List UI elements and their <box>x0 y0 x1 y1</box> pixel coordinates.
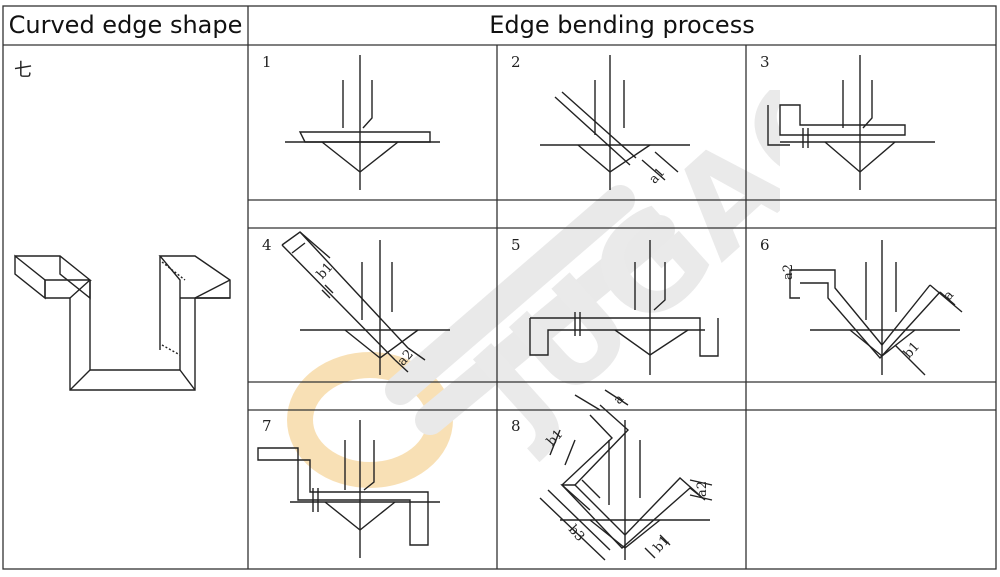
cell-6-drawing <box>789 240 963 376</box>
cell-3-drawing <box>767 55 935 190</box>
cell-number-6: 6 <box>760 236 770 254</box>
dim-label-a2-cell4: a2 <box>395 347 417 369</box>
curved-edge-shape-drawing <box>14 254 231 391</box>
dim-label-b1-cell8-bottom: b1 <box>651 533 673 555</box>
cell-number-1: 1 <box>262 53 272 71</box>
cell-number-3: 3 <box>760 53 770 71</box>
cell-5-drawing <box>529 240 719 375</box>
cell-number-5: 5 <box>511 236 521 254</box>
dim-label-b1-cell6: b1 <box>901 339 923 361</box>
cell-number-8: 8 <box>511 417 521 435</box>
cell-2-drawing <box>540 55 690 190</box>
dim-label-a-cell8: a <box>611 392 628 408</box>
cell-number-7: 7 <box>262 417 272 435</box>
cell-number-4: 4 <box>262 236 272 254</box>
header-edge-bending-process: Edge bending process <box>489 11 755 39</box>
dim-label-b1-cell8-top: b1 <box>544 427 566 449</box>
cell-8-drawing <box>539 389 713 561</box>
cell-number-2: 2 <box>511 53 521 71</box>
dim-label-b1-cell4: b1 <box>314 260 336 282</box>
dim-label-a-cell6: a <box>941 288 958 304</box>
dim-label-a1-cell2: a1 <box>646 165 668 187</box>
header-curved-edge-shape: Curved edge shape <box>8 11 243 39</box>
cell-4-drawing <box>281 231 450 375</box>
cell-1-drawing <box>285 55 440 190</box>
dim-label-a2-cell6: a2 <box>781 264 796 280</box>
dim-label-a2-cell8: a2 <box>695 481 710 497</box>
row-label: 七 <box>14 60 32 81</box>
cell-7-drawing <box>257 420 440 558</box>
